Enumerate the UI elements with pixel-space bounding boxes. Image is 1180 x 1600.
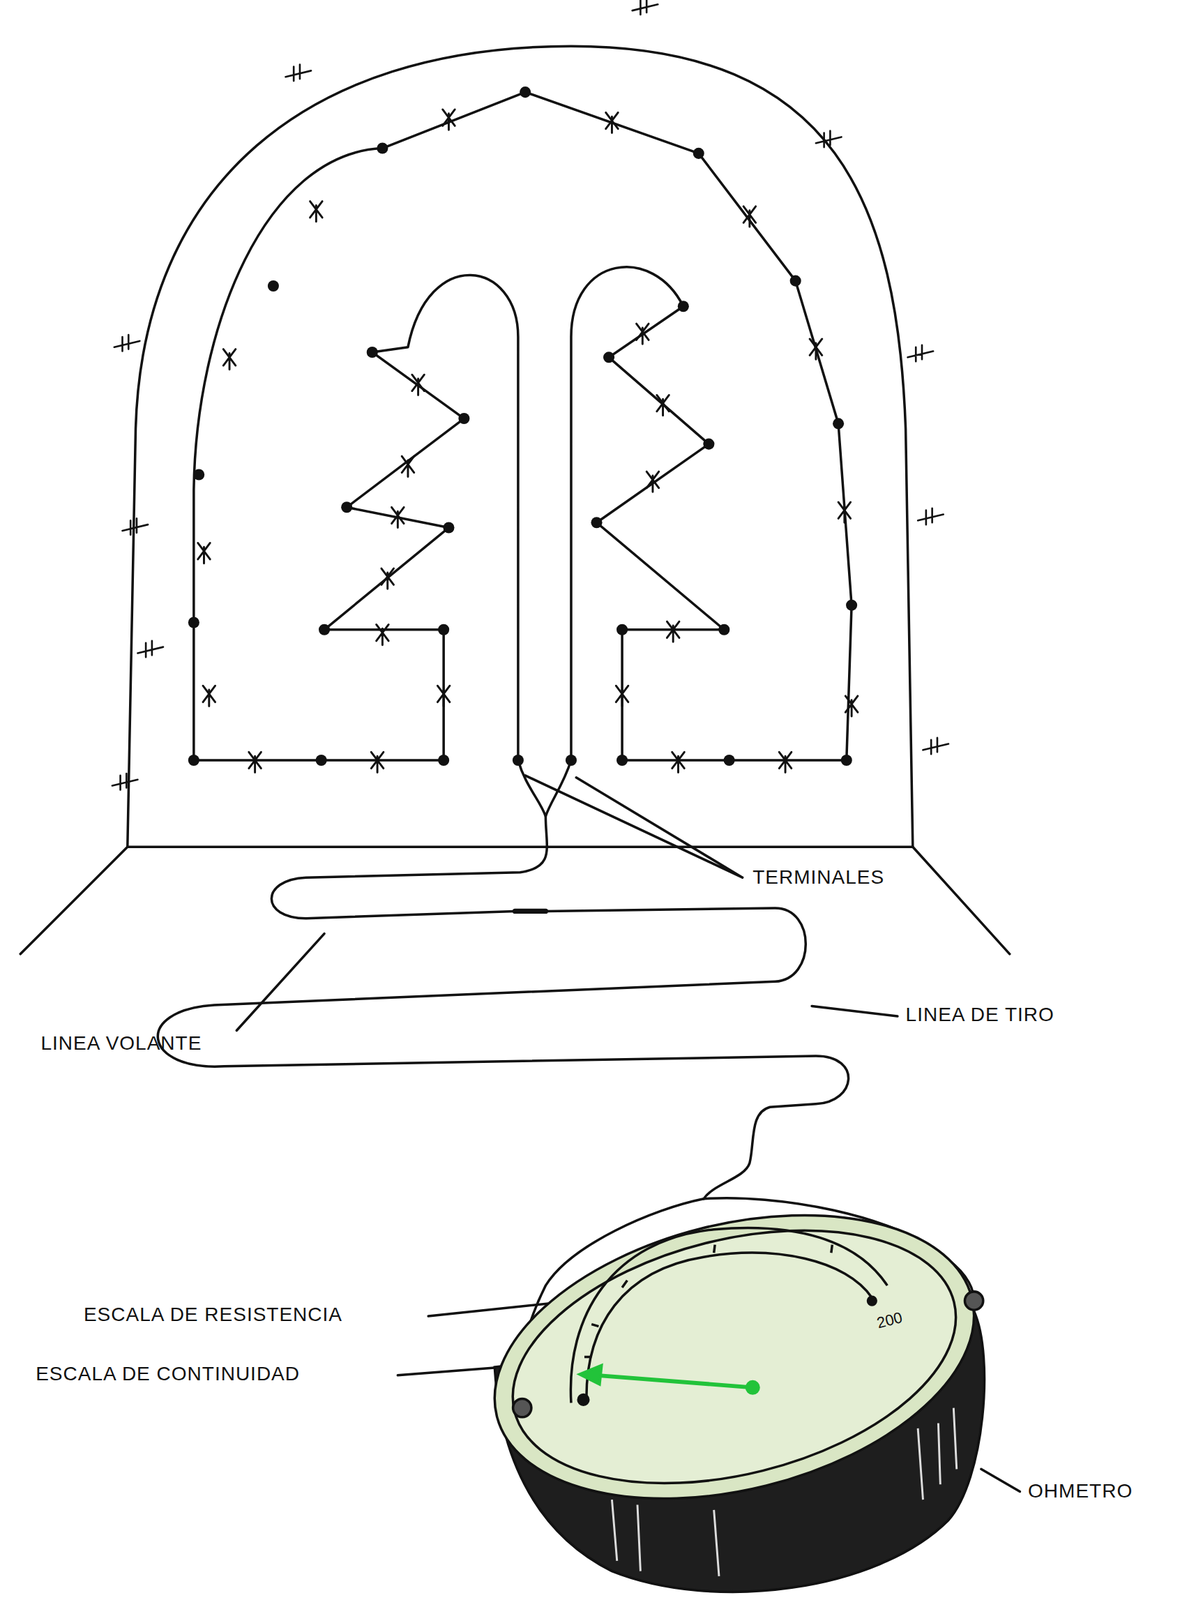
terminales-leaders xyxy=(525,775,743,878)
connector-knot xyxy=(381,568,395,589)
scale-start xyxy=(578,1394,589,1406)
flying-line xyxy=(271,815,547,918)
scale-ticks xyxy=(584,1244,832,1358)
detonating-circuit xyxy=(193,92,852,761)
connector-knot xyxy=(442,109,456,130)
connector-knot xyxy=(672,751,685,773)
charge-dot xyxy=(845,599,858,611)
terminals-label: TERMINALES xyxy=(752,866,885,889)
charge-dot xyxy=(616,624,628,636)
charge-dot xyxy=(437,754,450,766)
continuity-scale-label: ESCALA DE CONTINUIDAD xyxy=(35,1363,300,1386)
terminal-leads xyxy=(518,760,572,816)
meter-rim xyxy=(464,1168,1004,1545)
connector-knot xyxy=(845,696,858,717)
binding-post xyxy=(964,1291,983,1310)
charge-dot xyxy=(442,521,455,533)
needle-pivot xyxy=(746,1381,759,1395)
charge-dot xyxy=(616,754,628,766)
charge-dot xyxy=(723,754,736,766)
charge-dot xyxy=(702,438,715,450)
connector-knot xyxy=(310,201,323,222)
connector-knot xyxy=(656,394,670,415)
charge-dot xyxy=(677,300,690,312)
charge-dot xyxy=(188,616,200,628)
charge-dot xyxy=(832,417,844,429)
connector-knot xyxy=(636,323,650,344)
charge-dot xyxy=(519,86,531,98)
linea-volante-leader xyxy=(236,933,325,1031)
resistance-scale-label: ESCALA DE RESISTENCIA xyxy=(83,1304,343,1326)
charge-dot xyxy=(267,280,279,292)
continuity-scale xyxy=(570,1227,888,1403)
connector-knot xyxy=(248,751,262,773)
charge-dot xyxy=(693,147,705,160)
ohmmeter-label: OHMETRO xyxy=(1027,1480,1133,1503)
drill-hole-stub xyxy=(815,131,842,148)
charge-dot xyxy=(315,754,328,766)
ohmmeter xyxy=(464,1168,1004,1592)
charge-dot xyxy=(341,501,353,513)
charge-dot xyxy=(437,624,450,636)
needle-head xyxy=(579,1364,602,1385)
charge-dot xyxy=(318,624,330,636)
splice xyxy=(515,908,547,914)
scale-end xyxy=(868,1296,877,1305)
connector-knot xyxy=(743,206,756,227)
connector-knot xyxy=(809,338,823,360)
tunnel-face-outline xyxy=(127,46,913,847)
connector-knot xyxy=(778,751,792,773)
charge-dot xyxy=(366,346,378,358)
firing-line-label: LINEA DE TIRO xyxy=(905,1004,1055,1026)
drill-hole-stub xyxy=(122,518,148,535)
charges xyxy=(188,86,858,766)
firing-line xyxy=(157,908,849,1199)
charge-dot xyxy=(590,516,602,528)
drill-hole-stub xyxy=(908,345,934,362)
charge-dot xyxy=(790,275,802,287)
connector-knot xyxy=(437,685,450,706)
connector-knot xyxy=(202,685,216,706)
resistance-scale xyxy=(586,1252,872,1398)
ohmetro-leader xyxy=(981,1468,1021,1492)
connector-knot xyxy=(376,624,390,645)
connector-knot xyxy=(198,542,211,563)
drill-hole-stub xyxy=(922,737,949,754)
needle xyxy=(596,1375,754,1388)
connector-knot xyxy=(401,456,415,477)
drill-hole-stub xyxy=(114,334,141,351)
connector-knot xyxy=(615,685,629,706)
charge-dot xyxy=(188,754,200,766)
charge-dot xyxy=(458,412,470,425)
connector-knot xyxy=(838,502,851,523)
charge-dot xyxy=(376,142,388,154)
connector-knot xyxy=(666,621,680,642)
connector-knot xyxy=(371,751,384,773)
charge-dot xyxy=(603,351,615,363)
drill-hole-stub xyxy=(917,508,944,525)
connector-knot xyxy=(412,374,425,395)
charge-dot xyxy=(193,468,205,480)
connector-knot xyxy=(646,471,660,492)
drill-hole-stubs xyxy=(112,0,949,790)
connector-knot xyxy=(223,349,236,370)
ground-line xyxy=(20,846,1010,955)
meter-face xyxy=(486,1188,982,1526)
connector-knot xyxy=(391,507,405,528)
drill-hole-stub xyxy=(285,64,312,81)
connector-knot xyxy=(606,112,619,133)
charge-dot xyxy=(841,754,853,766)
flying-line-label: LINEA VOLANTE xyxy=(40,1032,202,1055)
connectors xyxy=(198,109,858,773)
linea-de-tiro-leader xyxy=(811,1005,898,1017)
drill-hole-stub xyxy=(112,773,139,790)
drill-hole-stub xyxy=(137,640,164,657)
charge-dot xyxy=(718,624,730,636)
binding-post xyxy=(513,1398,532,1417)
drill-hole-stub xyxy=(632,0,659,15)
